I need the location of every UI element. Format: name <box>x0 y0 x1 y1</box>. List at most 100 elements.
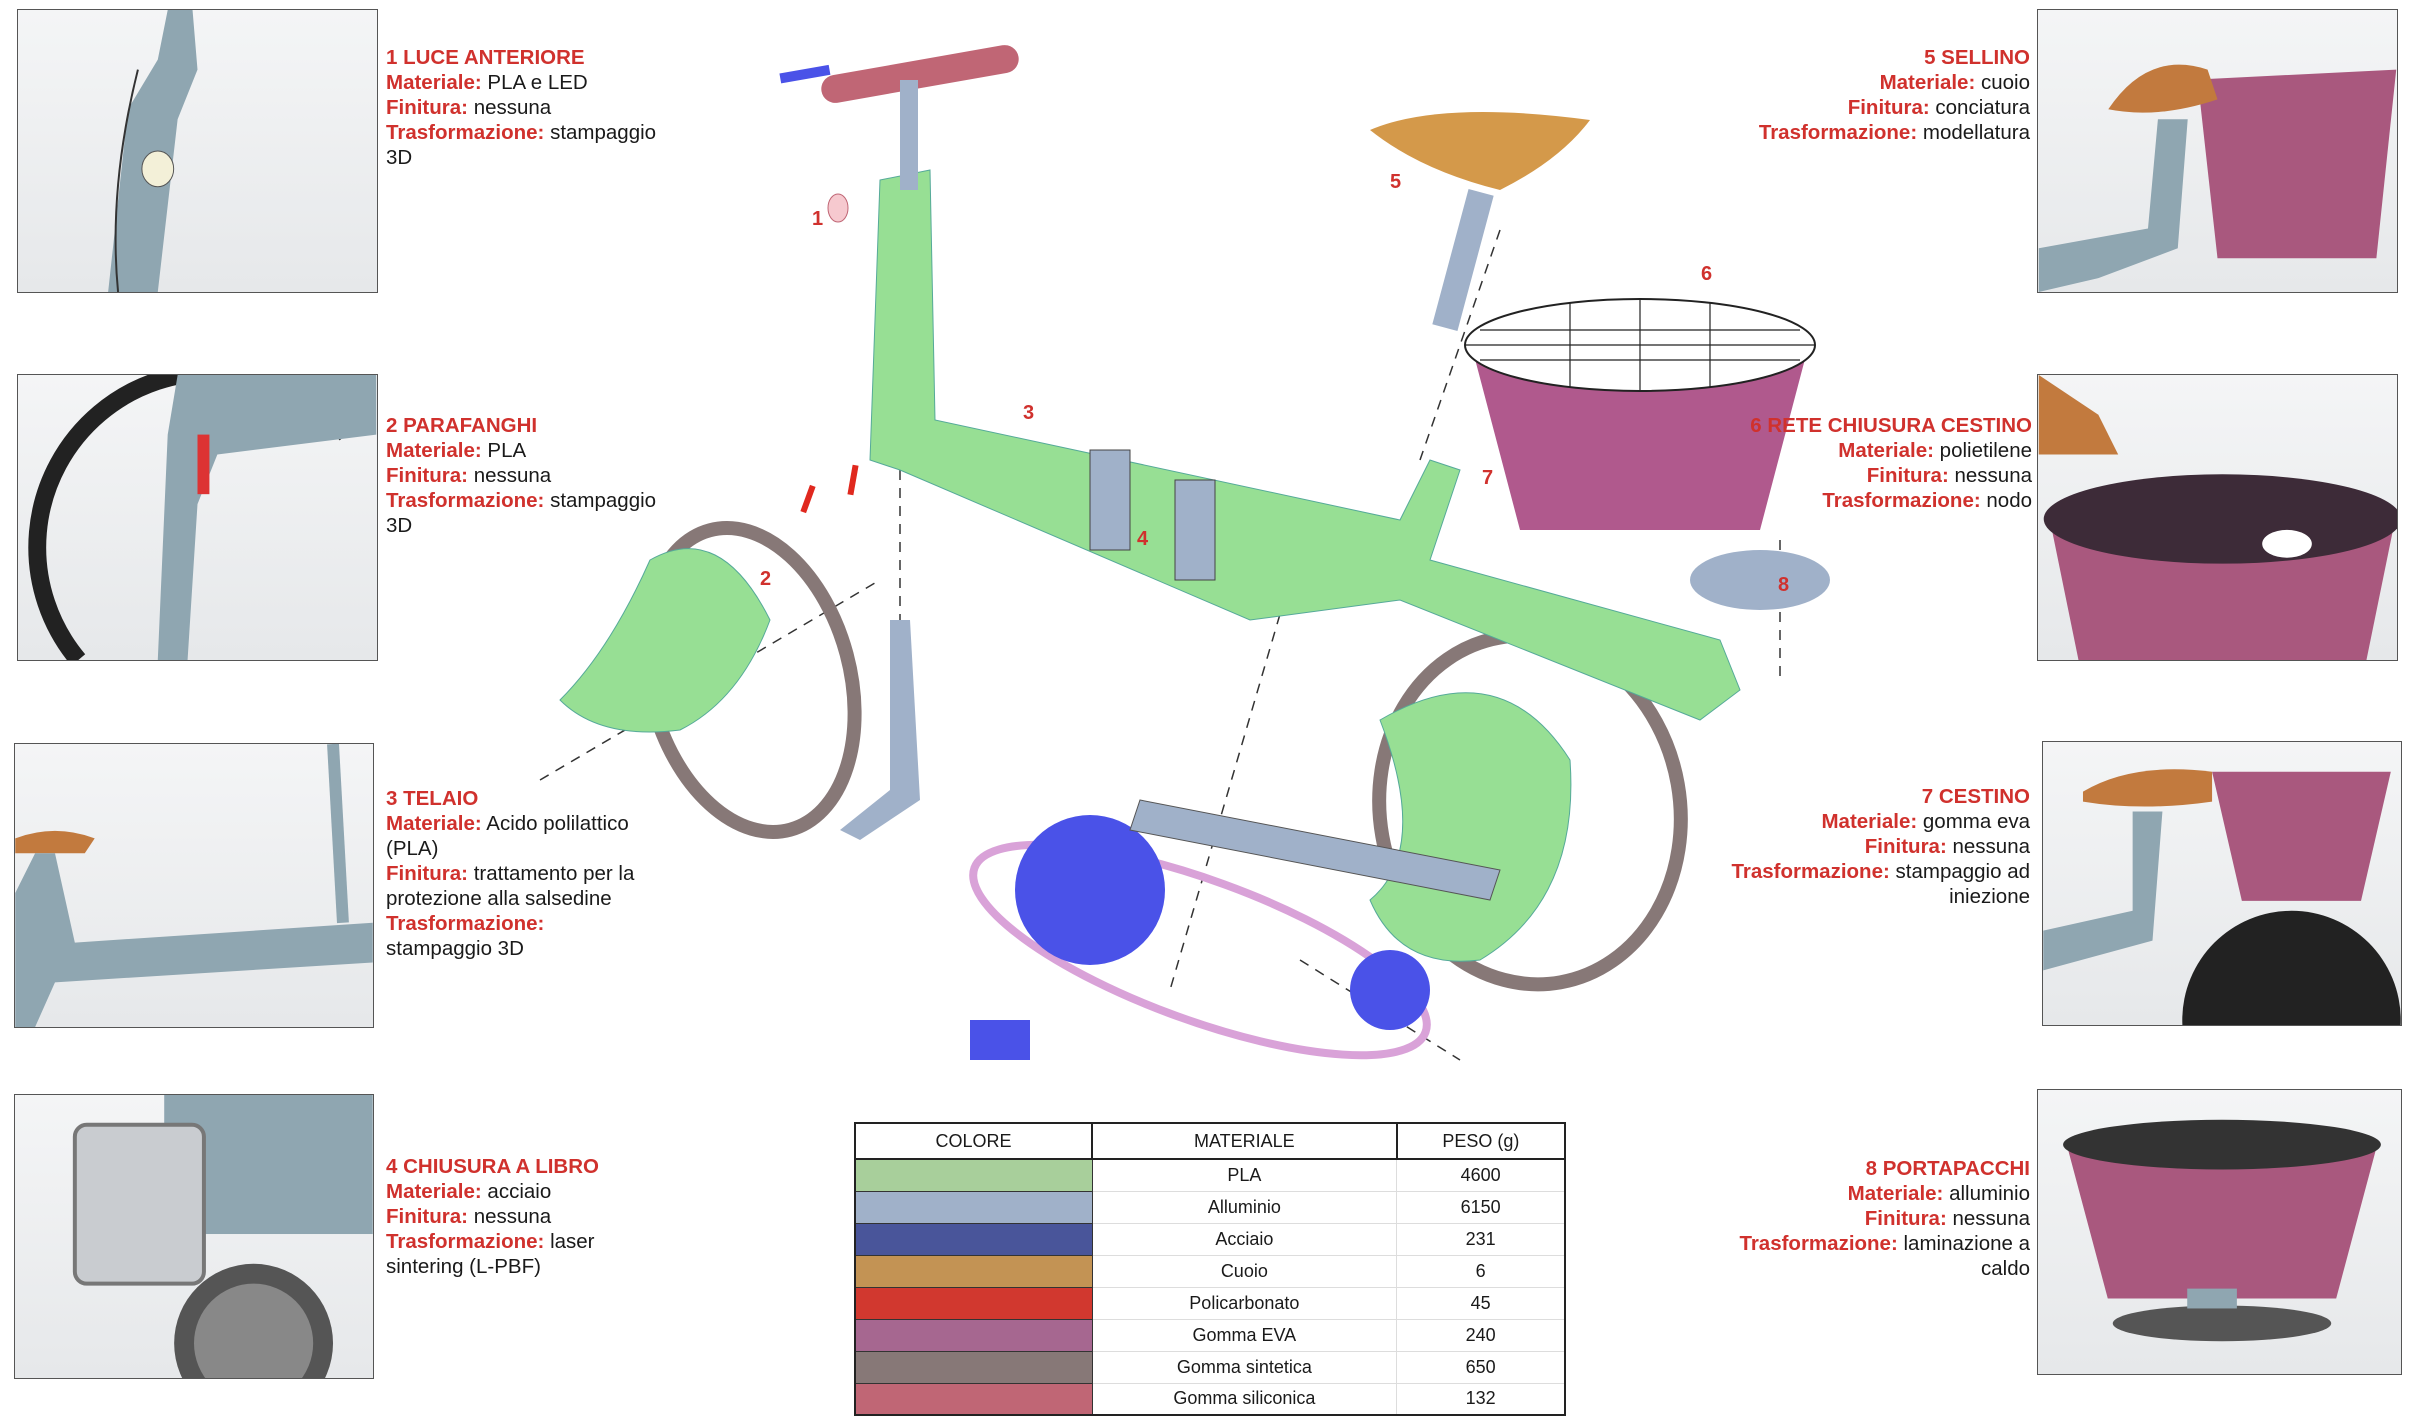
label: Trasformazione: <box>386 912 545 935</box>
value: stampaggio 3D <box>386 489 657 537</box>
weight-cell: 650 <box>1396 1350 1566 1384</box>
weight-cell: 231 <box>1396 1222 1566 1256</box>
value: PLA e LED <box>487 71 588 94</box>
component-5-description: 5 SELLINO Materiale: cuoio Finitura: con… <box>1740 45 2030 145</box>
photo-rete-chiusura-cestino <box>2037 374 2398 661</box>
material-cell: Alluminio <box>1091 1190 1398 1224</box>
label: Trasformazione: <box>386 1230 545 1253</box>
component-title: 8 PORTAPACCHI <box>1865 1157 2030 1180</box>
label: Materiale: <box>1838 439 1934 462</box>
color-swatch <box>854 1350 1093 1384</box>
value: nodo <box>1986 489 2032 512</box>
color-swatch <box>854 1382 1093 1416</box>
photo-sellino <box>2037 9 2398 293</box>
label: Materiale: <box>386 439 482 462</box>
label: Finitura: <box>1864 835 1947 858</box>
label: Trasformazione: <box>386 489 545 512</box>
handlebar <box>779 45 1019 190</box>
label: Materiale: <box>1847 1182 1944 1205</box>
material-cell: Policarbonato <box>1091 1286 1398 1320</box>
component-8-description: 8 PORTAPACCHI Materiale: alluminio Finit… <box>1720 1156 2030 1281</box>
value: nessuna <box>473 464 552 487</box>
component-title: 6 RETE CHIUSURA CESTINO <box>1750 414 2032 437</box>
component-1-description: 1 LUCE ANTERIORE Materiale: PLA e LED Fi… <box>386 45 676 170</box>
material-cell: Cuoio <box>1091 1254 1398 1288</box>
value: Acido polilattico (PLA) <box>386 812 629 860</box>
weight-cell: 6150 <box>1396 1190 1566 1224</box>
value: trattamento per la protezione alla salse… <box>386 862 635 910</box>
basket <box>1464 298 1830 610</box>
value: nessuna <box>1952 835 2030 858</box>
value: gomma eva <box>1922 810 2030 833</box>
value: nessuna <box>1952 1207 2030 1230</box>
label: Materiale: <box>1879 71 1976 94</box>
component-4-description: 4 CHIUSURA A LIBRO Materiale: acciaio Fi… <box>386 1154 626 1279</box>
photo-chiusura-a-libro <box>14 1094 374 1379</box>
material-cell: Gomma siliconica <box>1091 1382 1398 1416</box>
value: laminazione a caldo <box>1903 1232 2031 1280</box>
header-colore: COLORE <box>854 1122 1093 1160</box>
callout-3: 3 <box>1023 402 1035 424</box>
color-swatch <box>854 1254 1093 1288</box>
fork <box>840 620 920 840</box>
color-swatch <box>854 1286 1093 1320</box>
label: Finitura: <box>1864 1207 1947 1230</box>
label: Materiale: <box>386 1180 482 1203</box>
value: stampaggio 3D <box>386 121 657 169</box>
weight-cell: 6 <box>1396 1254 1566 1288</box>
label: Finitura: <box>1866 464 1949 487</box>
color-swatch <box>854 1318 1093 1352</box>
value: nessuna <box>1954 464 2032 487</box>
value: nessuna <box>473 1205 552 1228</box>
label: Materiale: <box>386 71 482 94</box>
front-wheel <box>559 521 862 839</box>
callout-1: 1 <box>812 208 824 230</box>
label: Trasformazione: <box>1739 1232 1898 1255</box>
callout-4: 4 <box>1137 528 1149 550</box>
label: Finitura: <box>1847 96 1930 119</box>
photo-luce-anteriore <box>17 9 378 293</box>
callout-8: 8 <box>1778 574 1790 596</box>
saddle <box>1370 112 1590 331</box>
label: Finitura: <box>386 464 468 487</box>
value: conciatura <box>1935 96 2030 119</box>
front-light <box>827 193 849 223</box>
color-swatch <box>854 1190 1093 1224</box>
component-title: 2 PARAFANGHI <box>386 414 538 437</box>
color-swatch <box>854 1222 1093 1256</box>
header-materiale: MATERIALE <box>1091 1122 1398 1160</box>
value: cuoio <box>1980 71 2030 94</box>
value: polietilene <box>1939 439 2032 462</box>
component-title: 1 LUCE ANTERIORE <box>386 46 585 69</box>
label: Materiale: <box>386 812 482 835</box>
weight-cell: 132 <box>1396 1382 1566 1416</box>
value: acciaio <box>487 1180 552 1203</box>
photo-cestino <box>2042 741 2402 1026</box>
value: alluminio <box>1949 1182 2030 1205</box>
value: PLA <box>487 439 527 462</box>
label: Finitura: <box>386 96 468 119</box>
photo-telaio <box>14 743 374 1028</box>
header-peso: PESO (g) <box>1395 1122 1567 1160</box>
value: stampaggio ad iniezione <box>1895 860 2030 908</box>
component-title: 5 SELLINO <box>1924 46 2030 69</box>
material-cell: Gomma sintetica <box>1091 1350 1398 1384</box>
weight-cell: 4600 <box>1396 1158 1566 1192</box>
callout-2: 2 <box>760 568 772 590</box>
value: nessuna <box>473 96 552 119</box>
component-title: 4 CHIUSURA A LIBRO <box>386 1155 599 1178</box>
component-6-description: 6 RETE CHIUSURA CESTINO Materiale: polie… <box>1740 413 2032 513</box>
photo-parafanghi <box>17 374 378 661</box>
weight-cell: 240 <box>1396 1318 1566 1352</box>
callout-5: 5 <box>1390 171 1402 193</box>
label: Trasformazione: <box>1822 489 1981 512</box>
label: Materiale: <box>1821 810 1918 833</box>
component-7-description: 7 CESTINO Materiale: gomma eva Finitura:… <box>1720 784 2030 909</box>
